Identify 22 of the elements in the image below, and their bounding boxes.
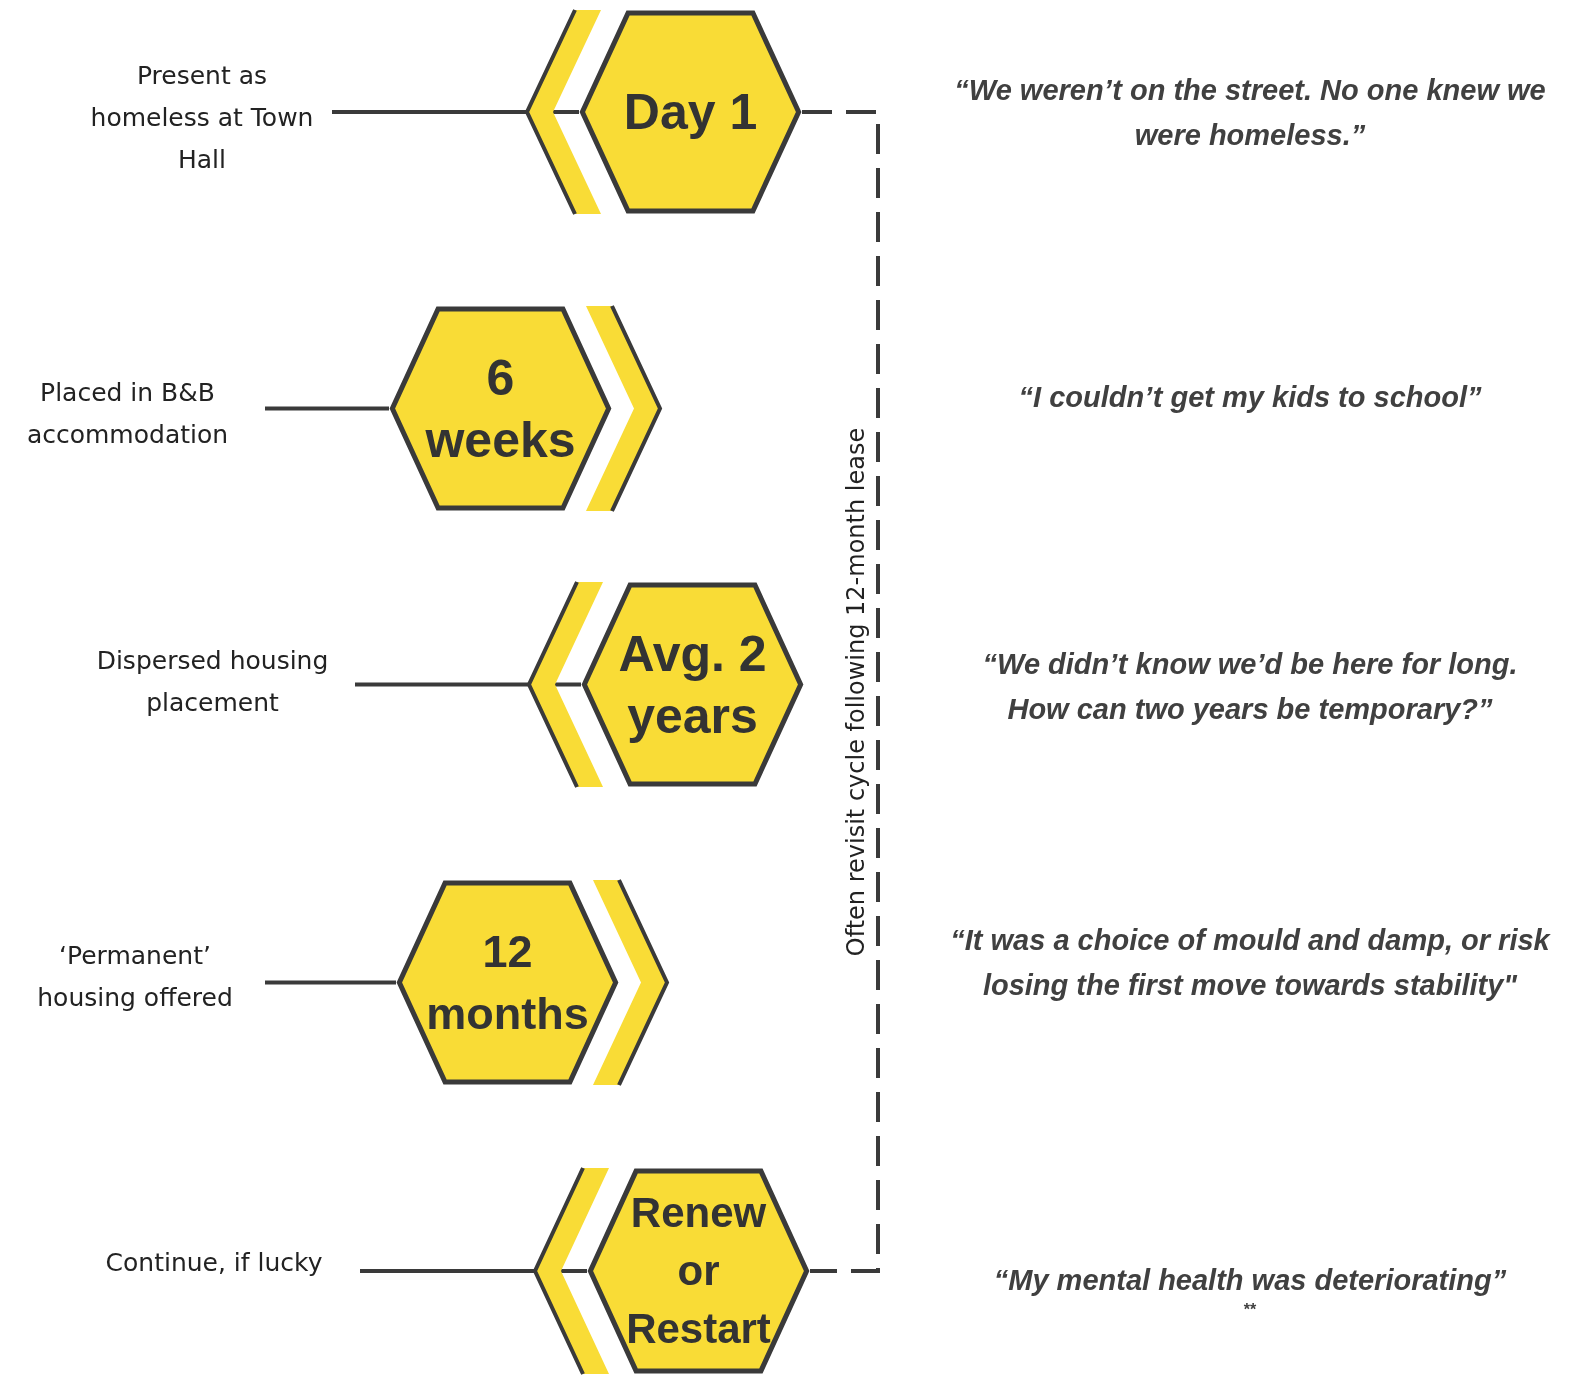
dashed-connector: [802, 110, 880, 1273]
connector-line: [360, 1269, 587, 1273]
footnote-mark: **: [1242, 1300, 1258, 1320]
quote-text: “We weren’t on the street. No one knew we were homeless.”: [953, 73, 1547, 153]
hexagon-label: Day 1: [622, 83, 759, 142]
hexagon-label: 12 months: [425, 924, 590, 1041]
stage-label: Dispersed housing placement: [80, 640, 345, 724]
stage-label: Continue, if lucky: [78, 1242, 350, 1284]
hexagon-label: 6 weeks: [424, 348, 577, 470]
quote-text: “I couldn’t get my kids to school”: [1017, 380, 1483, 415]
quote-text: “We didn’t know we’d be here for long. How can two years be temporary?”: [981, 647, 1519, 727]
stage-label: Present as homeless at Town Hall: [82, 55, 322, 181]
connector-line: [332, 110, 579, 114]
connector-line: [265, 406, 389, 411]
quote-text: “It was a choice of mould and damp, or risk losing the first move towards stability": [950, 923, 1550, 1003]
hexagon-label: Avg. 2 years: [617, 624, 768, 746]
connector-line: [265, 980, 396, 985]
stage-label: Placed in B&B accommodation: [0, 372, 255, 456]
stage-label: ‘Permanent’ housing offered: [15, 935, 255, 1019]
quote-text: “My mental health was deteriorating”: [992, 1263, 1508, 1298]
connector-line: [355, 682, 581, 687]
hexagon-label: Renew or Restart: [625, 1188, 772, 1354]
